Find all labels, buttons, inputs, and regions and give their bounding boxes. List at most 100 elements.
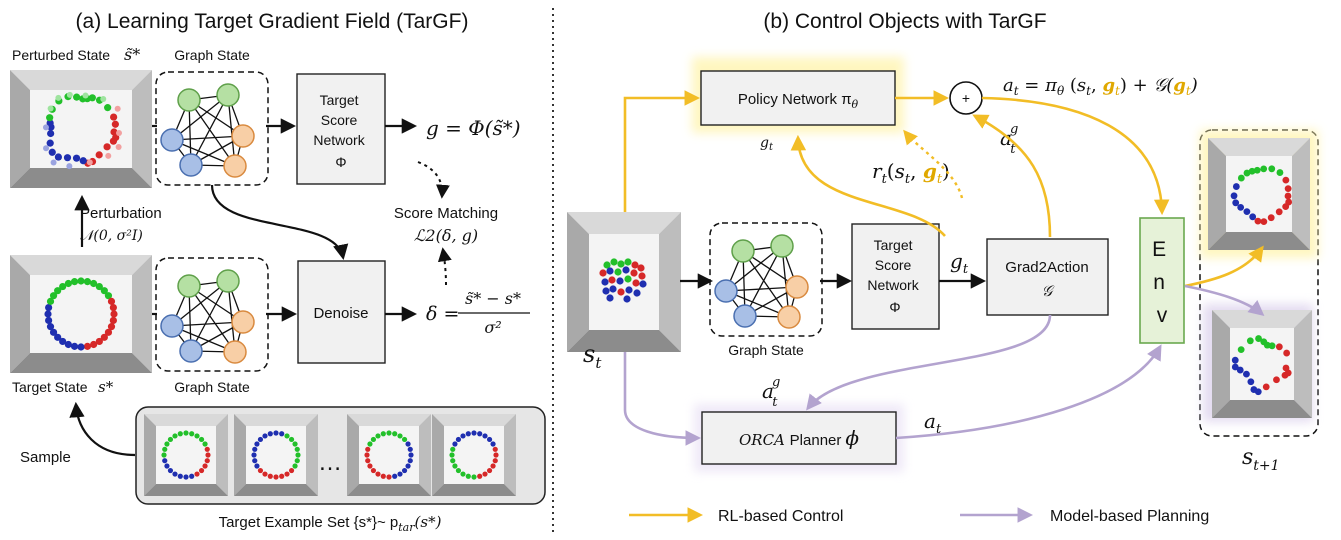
object-dot	[252, 446, 258, 452]
object-dot	[172, 471, 178, 477]
object-dot	[630, 269, 638, 277]
object-dot	[1275, 343, 1283, 351]
object-dot	[1250, 386, 1258, 393]
object-dot	[408, 452, 414, 458]
object-dot	[114, 105, 121, 112]
object-dot	[295, 452, 301, 458]
graph-node	[177, 88, 201, 112]
object-dot	[450, 446, 456, 452]
model-arrow-orca-to-env	[895, 344, 1162, 440]
object-dot	[292, 463, 298, 469]
frame-bevel-bottom	[567, 330, 681, 352]
frame-bevel-bottom	[1212, 400, 1312, 418]
model-arrow-env-to-next	[1184, 284, 1265, 316]
object-dot	[407, 446, 413, 452]
object-dot	[632, 279, 640, 287]
object-dot	[46, 297, 55, 305]
object-dot	[482, 433, 488, 439]
object-dot	[367, 441, 373, 447]
object-dot	[107, 323, 116, 331]
object-dot	[460, 471, 466, 477]
frame-bevel-top	[234, 414, 318, 426]
object-dot	[109, 316, 117, 325]
object-dot	[365, 458, 371, 464]
object-dot	[405, 441, 411, 447]
object-dot	[54, 333, 62, 341]
g-equation: g = Φ(s̃*)	[426, 116, 521, 140]
object-dot	[407, 458, 413, 464]
delta-numerator: s̃* − s*	[465, 289, 521, 308]
object-dot	[103, 143, 111, 151]
graph-state-top	[155, 71, 269, 186]
next-states-group	[1199, 129, 1319, 437]
object-dot	[367, 463, 373, 469]
policy-network-label: Policy Network πθ	[738, 91, 859, 111]
object-dot	[1243, 208, 1251, 216]
object-dot	[294, 458, 300, 464]
object-dot	[477, 473, 483, 479]
object-dot	[100, 287, 108, 295]
object-dot	[1246, 337, 1254, 345]
frame-bevel-top	[10, 70, 152, 90]
object-dot	[1231, 363, 1239, 371]
object-dot	[44, 310, 52, 318]
frame-bevel-bottom	[234, 484, 318, 496]
object-dot	[465, 473, 471, 479]
graph-edge	[725, 286, 798, 292]
target-score-network-right-label: Target Score Network Φ	[867, 237, 922, 315]
object-dot	[1247, 378, 1255, 386]
object-dot	[167, 436, 174, 443]
object-dot	[370, 467, 377, 474]
object-dot	[204, 446, 210, 452]
graph-node	[770, 234, 794, 258]
legend-model-label: Model-based Planning	[1050, 508, 1209, 525]
denoise-box	[297, 260, 386, 364]
frame-bevel-right	[504, 414, 516, 496]
frame-bevel-bottom	[10, 168, 152, 188]
object-dot	[63, 154, 72, 162]
object-dot	[1273, 376, 1280, 384]
graph-edge	[781, 245, 790, 318]
object-dot	[162, 446, 168, 452]
object-dot	[82, 92, 89, 99]
object-dot	[46, 114, 54, 122]
object-dot	[617, 260, 625, 268]
object-dot	[110, 128, 118, 136]
object-dot	[189, 431, 195, 437]
frame-bevel-right	[216, 414, 228, 496]
graph-edge	[742, 250, 790, 318]
frame-inner	[1230, 328, 1294, 400]
loss-label: ℒ2(δ, g)	[414, 226, 478, 245]
object-dot	[262, 471, 268, 477]
object-dot	[492, 446, 498, 452]
object-dot	[48, 148, 56, 156]
frame-bevel-top	[1208, 138, 1310, 156]
object-dot	[490, 463, 496, 469]
object-dot	[452, 463, 458, 469]
object-dot	[623, 295, 631, 303]
object-dot	[273, 474, 279, 480]
perturbation-dist: 𝒩(0, σ²I)	[80, 228, 143, 244]
graph-edge	[188, 285, 236, 353]
object-dot	[1284, 192, 1292, 200]
object-dot	[73, 93, 81, 101]
frame-bevel-left	[10, 255, 30, 373]
frame-bevel-top	[432, 414, 516, 426]
frame-bevel-left	[432, 414, 444, 496]
frame-bevel-left	[10, 70, 30, 188]
object-dot	[1232, 199, 1240, 207]
env-label: E n v	[1152, 238, 1172, 327]
delta-lhs: δ =	[426, 303, 459, 325]
object-dot	[631, 261, 639, 269]
object-dot	[83, 278, 92, 286]
graph-node	[179, 153, 203, 177]
graph-edge	[171, 321, 244, 327]
example-frames	[144, 414, 516, 496]
object-dot	[54, 287, 62, 295]
object-dot	[633, 289, 641, 297]
object-dot	[603, 261, 611, 269]
graph-node	[733, 304, 757, 328]
object-dot	[183, 430, 189, 436]
object-dot	[486, 467, 493, 474]
